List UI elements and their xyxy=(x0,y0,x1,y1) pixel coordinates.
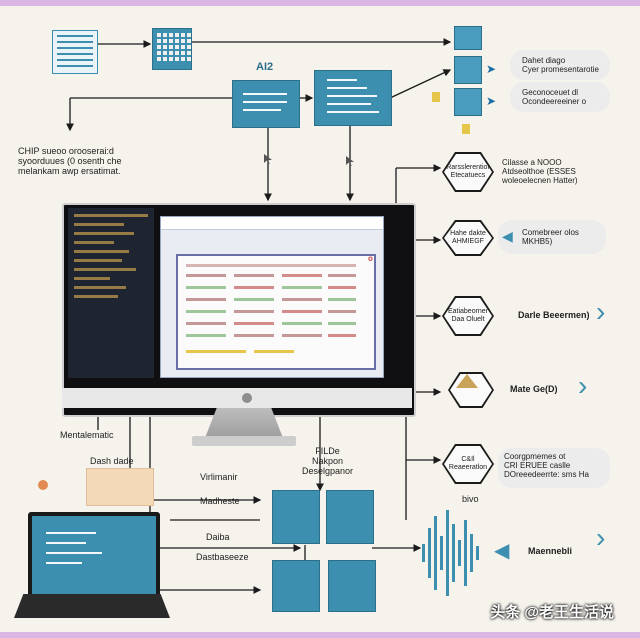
right-tile-2 xyxy=(454,56,482,84)
top-right-text-1: Dahet diago Cyer promesentarotie xyxy=(522,56,599,74)
spreadsheet-panel[interactable] xyxy=(176,254,376,370)
key-icon-2: ➤ xyxy=(486,94,497,108)
hex-node-2-pill xyxy=(498,220,606,254)
chevron-right-icon: › xyxy=(596,296,606,327)
bivo-label: bivo xyxy=(462,494,479,504)
wave-label: Maennebli xyxy=(528,546,573,556)
power-led-icon xyxy=(242,393,252,403)
laptop-screen xyxy=(28,512,160,600)
monitor-base xyxy=(192,436,296,446)
madiheste-label: Madheste xyxy=(200,496,240,506)
right-tile-3 xyxy=(454,88,482,116)
hex-node-5-pill xyxy=(498,448,610,488)
sheet-alert: ᴏ xyxy=(368,254,373,263)
monitor-chin xyxy=(62,388,412,408)
chart-tile xyxy=(328,560,376,612)
usb-icon-2 xyxy=(462,124,470,134)
hex-node-4-text: Mate Ge(D) xyxy=(510,384,558,394)
monitor-stand xyxy=(205,408,283,438)
bottom-edge xyxy=(0,632,640,638)
darlbeseeze-label: Dastbaseeze xyxy=(196,552,249,562)
window-title-bar xyxy=(161,217,383,230)
code-editor-panel xyxy=(68,208,154,378)
watermark: 头条 @老王生活说 xyxy=(490,604,614,621)
top-right-text-2: Geconoceuet dl Ocondeereeiner o xyxy=(522,88,587,106)
center-label: AI2 xyxy=(256,61,274,73)
dash-dade-label: Dash dade xyxy=(90,456,134,466)
vinusanir-label: Virlimanir xyxy=(200,472,238,482)
hex-node-2-text: Comebreer olos MKHB5) xyxy=(522,228,579,246)
daiba-label: Daiba xyxy=(206,532,230,542)
top-edge xyxy=(0,0,640,6)
ai-model-tile xyxy=(232,80,300,128)
chip-note: CHIP sueoo orooserai:d syoorduues (0 ose… xyxy=(18,146,122,176)
chevron-right-icon-2: › xyxy=(578,370,588,401)
hex-node-3-text: Darle Beeermen) xyxy=(518,310,590,320)
document-tile xyxy=(326,490,374,544)
hex-node-1-text: Cilasse a NOOO Atdseolthoe (ESSES woleoe… xyxy=(502,158,578,185)
cursor-tile xyxy=(272,560,320,612)
usb-icon xyxy=(432,92,440,102)
top-right-pill-2 xyxy=(510,82,610,112)
gear-cloud-tile xyxy=(86,468,154,506)
cursor-icon xyxy=(264,154,272,164)
text-doc-tile xyxy=(314,70,392,126)
cursor-icon-2 xyxy=(346,156,354,166)
top-right-pill-1 xyxy=(510,50,610,80)
hex-node-2-arrow-icon: ◀ xyxy=(502,228,513,244)
right-tile-1 xyxy=(454,26,482,50)
orange-dot-icon xyxy=(38,480,48,490)
chip-dots-icon xyxy=(157,33,191,61)
hex-node-5-text: Coorgpmemes ot CRI ERUEE caslle DOreeede… xyxy=(504,452,589,479)
data-grid-icon xyxy=(52,30,98,74)
arrow-left-icon: ◀ xyxy=(494,540,510,562)
chevron-right-icon-3: › xyxy=(596,522,606,553)
waveform-icon xyxy=(420,506,488,600)
mentalematic-label: Mentalematic xyxy=(60,430,114,440)
key-icon: ➤ xyxy=(486,62,497,76)
network-tile xyxy=(272,490,320,544)
file-label: FILDe Nakpon Deselgpanor xyxy=(302,446,354,476)
laptop-keyboard xyxy=(14,594,170,618)
